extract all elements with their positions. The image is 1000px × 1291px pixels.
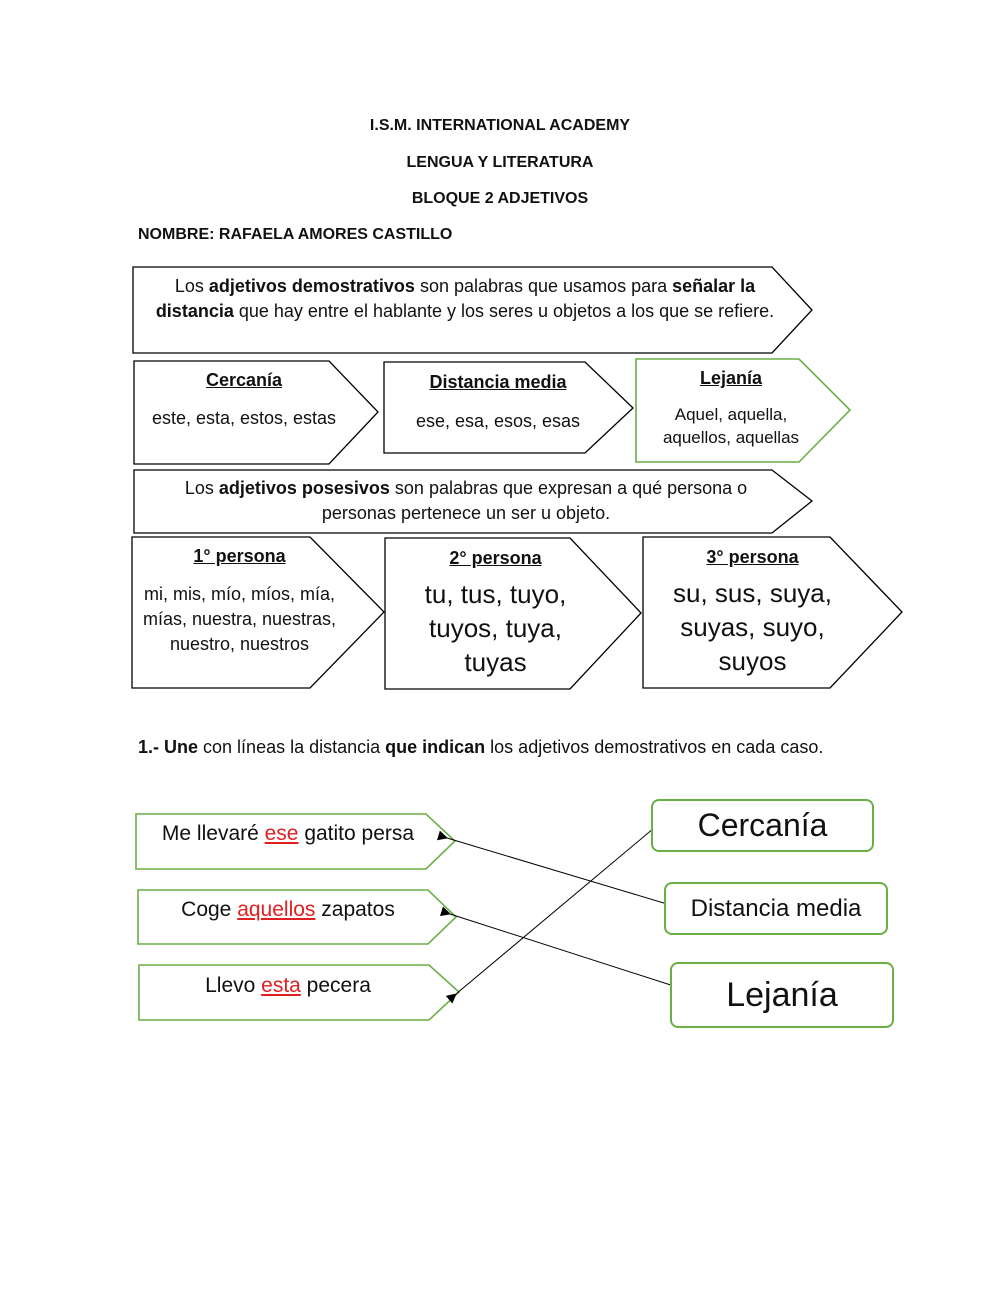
adjective-ese: ese xyxy=(264,822,299,845)
adjective-aquellos: aquellos xyxy=(237,898,316,921)
demostrativos-banner-shape xyxy=(132,266,813,354)
tercera-persona-title: 3° persona xyxy=(706,547,799,567)
lejania-card: Lejanía Aquel, aquella, aquellos, aquell… xyxy=(650,367,812,449)
posesivos-banner-shape xyxy=(133,469,814,534)
lejania-title: Lejanía xyxy=(699,368,763,388)
primera-persona-card-shape xyxy=(131,536,385,689)
demostrativos-definition: Los adjetivos demostrativos son palabras… xyxy=(155,276,775,321)
segunda-persona-words: tu, tus, tuyo, tuyos, tuya, tuyas xyxy=(424,579,567,677)
lejania-card-shape xyxy=(635,358,852,463)
cercania-title: Cercanía xyxy=(205,370,283,390)
lejania-words: Aquel, aquella, aquellos, aquellas xyxy=(662,405,800,447)
answer-lejania[interactable]: Lejanía xyxy=(670,962,894,1028)
sentence-2[interactable]: Coge aquellos zapatos xyxy=(181,898,395,921)
match-line-esta xyxy=(445,817,667,1004)
posesivos-definition: Los adjetivos posesivos son palabras que… xyxy=(184,478,748,523)
sentence-3[interactable]: Llevo esta pecera xyxy=(205,974,371,997)
primera-persona-card: 1° persona mi, mis, mío, míos, mía, mías… xyxy=(142,544,337,657)
tercera-persona-card-shape xyxy=(642,536,903,689)
student-name: NOMBRE: RAFAELA AMORES CASTILLO xyxy=(138,226,453,243)
school-name: I.S.M. INTERNATIONAL ACADEMY xyxy=(369,117,631,134)
cercania-words: este, esta, estos, estas xyxy=(151,408,337,428)
segunda-persona-card-shape xyxy=(384,537,642,690)
subject-title: LENGUA Y LITERATURA xyxy=(406,154,594,171)
tercera-persona-words: su, sus, suya, suyas, suyo, suyos xyxy=(673,578,832,676)
tercera-persona-card: 3° persona su, sus, suya, suyas, suyo, s… xyxy=(660,544,845,678)
primera-persona-words: mi, mis, mío, míos, mía, mías, nuestra, … xyxy=(142,584,337,654)
distancia-media-card-shape xyxy=(383,361,634,454)
exercise-instruction: 1.- Une con líneas la distancia que indi… xyxy=(138,737,824,757)
unit-title: BLOQUE 2 ADJETIVOS xyxy=(411,190,589,207)
answer-cercania[interactable]: Cercanía xyxy=(651,799,874,852)
distancia-media-words: ese, esa, esos, esas xyxy=(415,411,581,431)
match-line-ese xyxy=(436,830,678,910)
sentence-1[interactable]: Me llevaré ese gatito persa xyxy=(161,822,415,845)
primera-persona-title: 1° persona xyxy=(193,546,286,566)
adjective-esta: esta xyxy=(261,974,301,997)
distancia-media-card: Distancia media ese, esa, esos, esas xyxy=(398,369,598,434)
distancia-media-title: Distancia media xyxy=(429,372,567,392)
answer-distancia-media[interactable]: Distancia media xyxy=(664,882,888,935)
segunda-persona-title: 2° persona xyxy=(449,548,542,568)
segunda-persona-card: 2° persona tu, tus, tuyo, tuyos, tuya, t… xyxy=(398,545,593,679)
cercania-card-shape xyxy=(133,360,379,465)
cercania-card: Cercanía este, esta, estos, estas xyxy=(144,367,344,431)
sentence-3-shape xyxy=(138,964,461,1021)
match-line-aquellos xyxy=(439,906,681,991)
